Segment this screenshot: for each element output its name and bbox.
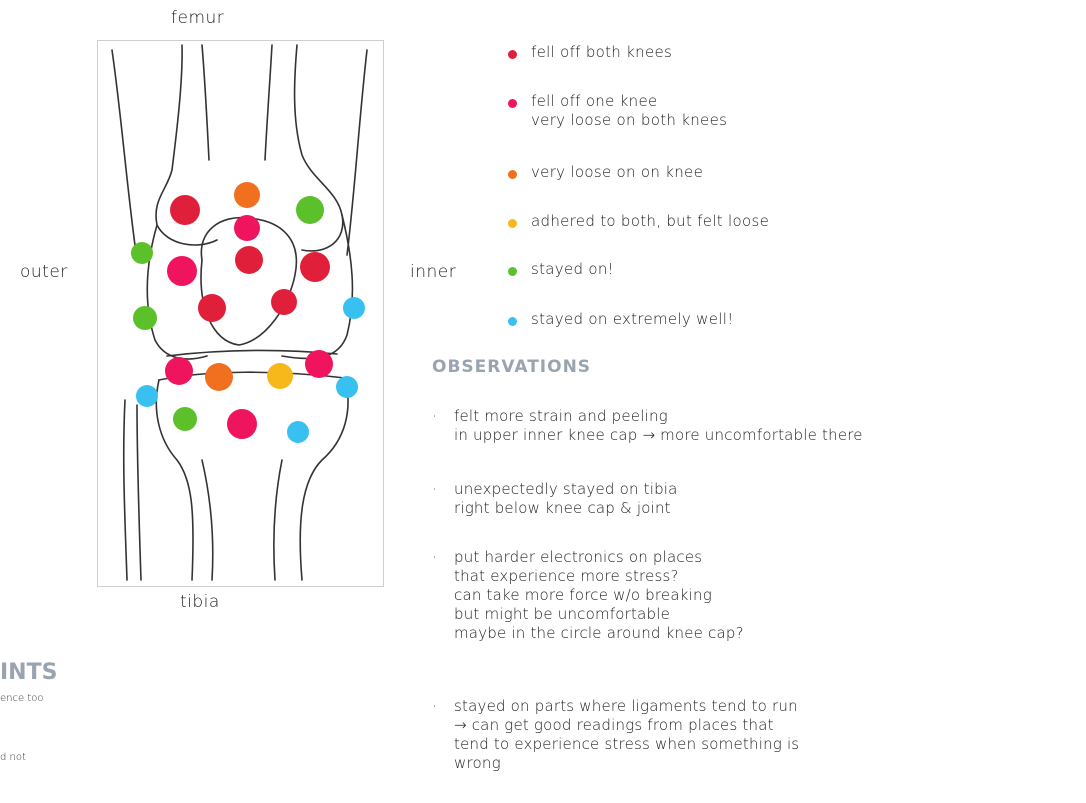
observation-item: · stayed on parts where ligaments tend t… bbox=[432, 697, 799, 773]
legend-dot-orange bbox=[508, 170, 517, 179]
dot-blue bbox=[136, 385, 158, 407]
partial-text-line: ence too bbox=[0, 693, 44, 704]
dot-red bbox=[170, 195, 200, 225]
partial-heading: INTS bbox=[0, 660, 58, 685]
legend-item: fell off both knees bbox=[508, 43, 672, 62]
legend-label: stayed on extremely well! bbox=[531, 310, 734, 328]
legend-label: very loose on on knee bbox=[531, 163, 704, 181]
legend-label: fell off both knees bbox=[531, 43, 673, 61]
legend-dot-green bbox=[508, 267, 517, 276]
knee-diagram bbox=[111, 44, 368, 581]
observation-bullet: · bbox=[432, 697, 437, 715]
legend-item: very loose on on knee bbox=[508, 163, 703, 182]
legend-dot-yellow bbox=[508, 219, 517, 228]
dot-green bbox=[131, 242, 153, 264]
legend-dot-pink bbox=[508, 99, 517, 108]
legend-label: fell off one knee very loose on both kne… bbox=[531, 92, 728, 129]
dot-red bbox=[235, 246, 263, 274]
legend-label: adhered to both, but felt loose bbox=[531, 212, 770, 230]
dot-orange bbox=[234, 182, 260, 208]
dot-green bbox=[296, 196, 324, 224]
outer-label: outer bbox=[20, 262, 68, 282]
dot-red bbox=[300, 252, 330, 282]
legend-label: stayed on! bbox=[531, 260, 614, 278]
dot-blue bbox=[287, 421, 309, 443]
dot-pink bbox=[227, 409, 257, 439]
dot-pink bbox=[234, 215, 260, 241]
dot-yellow bbox=[267, 363, 293, 389]
inner-label: inner bbox=[410, 262, 457, 282]
observation-item: · felt more strain and peeling in upper … bbox=[432, 407, 863, 445]
observation-text: unexpectedly stayed on tibia right below… bbox=[454, 480, 678, 517]
tibia-label: tibia bbox=[180, 592, 220, 612]
dot-pink bbox=[165, 357, 193, 385]
sensor-dots bbox=[131, 182, 365, 443]
patella-outline bbox=[200, 216, 298, 346]
observation-text: put harder electronics on places that ex… bbox=[454, 548, 744, 642]
legend-item: stayed on extremely well! bbox=[508, 310, 734, 329]
dot-red bbox=[198, 294, 226, 322]
dot-orange bbox=[205, 363, 233, 391]
legend-item: stayed on! bbox=[508, 260, 614, 279]
femur-label: femur bbox=[171, 8, 225, 28]
observation-bullet: · bbox=[432, 407, 437, 425]
tibia-outline bbox=[155, 379, 194, 581]
legend-item: fell off one knee very loose on both kne… bbox=[508, 92, 727, 130]
observation-bullet: · bbox=[432, 480, 437, 498]
legend-item: adhered to both, but felt loose bbox=[508, 212, 769, 231]
legend-dot-red bbox=[508, 50, 517, 59]
legend-dot-blue bbox=[508, 317, 517, 326]
dot-pink bbox=[305, 350, 333, 378]
observation-bullet: · bbox=[432, 548, 437, 566]
observation-item: · put harder electronics on places that … bbox=[432, 548, 744, 643]
observation-text: stayed on parts where ligaments tend to … bbox=[454, 697, 800, 772]
observations-heading: OBSERVATIONS bbox=[432, 357, 592, 377]
dot-red bbox=[271, 289, 297, 315]
dot-pink bbox=[167, 256, 197, 286]
dot-green bbox=[133, 306, 157, 330]
observation-item: · unexpectedly stayed on tibia right bel… bbox=[432, 480, 678, 518]
dot-blue bbox=[336, 376, 358, 398]
femur-outline bbox=[155, 44, 218, 246]
dot-green bbox=[173, 407, 197, 431]
partial-text-line: d not bbox=[0, 752, 26, 763]
dot-blue bbox=[343, 297, 365, 319]
observation-text: felt more strain and peeling in upper in… bbox=[454, 407, 863, 444]
